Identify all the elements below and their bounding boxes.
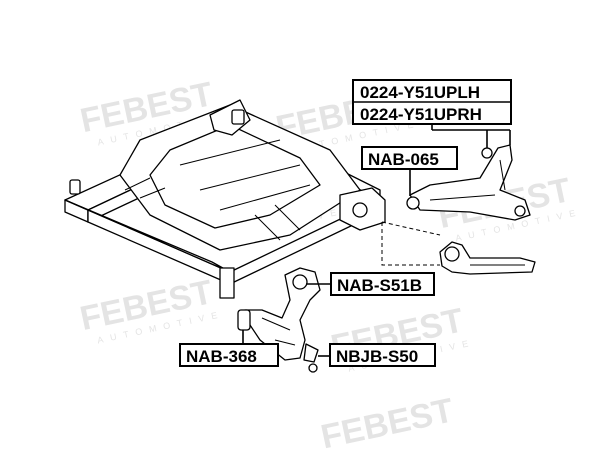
label-frame (179, 343, 279, 367)
label-upper-arm-left[interactable]: 0224-Y51UPLH (360, 83, 480, 102)
label-lower-arm-bushing[interactable]: NAB-368 (186, 347, 257, 366)
label-upper-arm-right[interactable]: 0224-Y51UPRH (360, 105, 482, 124)
dashed-connector (381, 222, 440, 266)
watermark-brand: FEBEST (318, 391, 457, 450)
lower-control-arm-illustration (237, 267, 321, 373)
label-frame (329, 343, 436, 367)
leader-lines (242, 125, 511, 357)
label-upper-arm-group[interactable]: 0224-Y51UPLH 0224-Y51UPRH (352, 79, 512, 125)
label-nab-065-group[interactable]: NAB-065 (361, 146, 458, 170)
label-nab-368-group[interactable]: NAB-368 (179, 343, 279, 367)
label-subframe-bushing[interactable]: NAB-S51B (337, 276, 422, 295)
subframe-illustration (64, 99, 386, 299)
upper-arm-bushing-circle-2 (481, 147, 493, 159)
mount-front-right (219, 267, 235, 299)
lower-rear-arm-illustration (439, 241, 536, 275)
bushing-circle (352, 202, 368, 218)
label-upper-arm-bushing[interactable]: NAB-065 (368, 150, 439, 169)
label-ball-joint[interactable]: NBJB-S50 (336, 347, 418, 366)
label-frame (330, 272, 435, 296)
upper-control-arm-illustration (406, 144, 531, 221)
lower-arm-bushing-block (237, 309, 251, 331)
subframe-bushing-circle (292, 274, 308, 290)
mount-front-left (69, 179, 81, 195)
ball-joint-stud (308, 363, 318, 373)
upper-arm-bushing-circle (406, 196, 420, 210)
label-frame (361, 146, 458, 170)
mount-rear-left (231, 109, 245, 125)
upper-arm-balljoint (514, 205, 526, 217)
label-nab-s51b-group[interactable]: NAB-S51B (330, 272, 435, 296)
dashed-connector (381, 221, 441, 236)
label-nbjb-s50-group[interactable]: NBJB-S50 (329, 343, 436, 367)
lower-arm-bushing-circle (444, 246, 460, 262)
